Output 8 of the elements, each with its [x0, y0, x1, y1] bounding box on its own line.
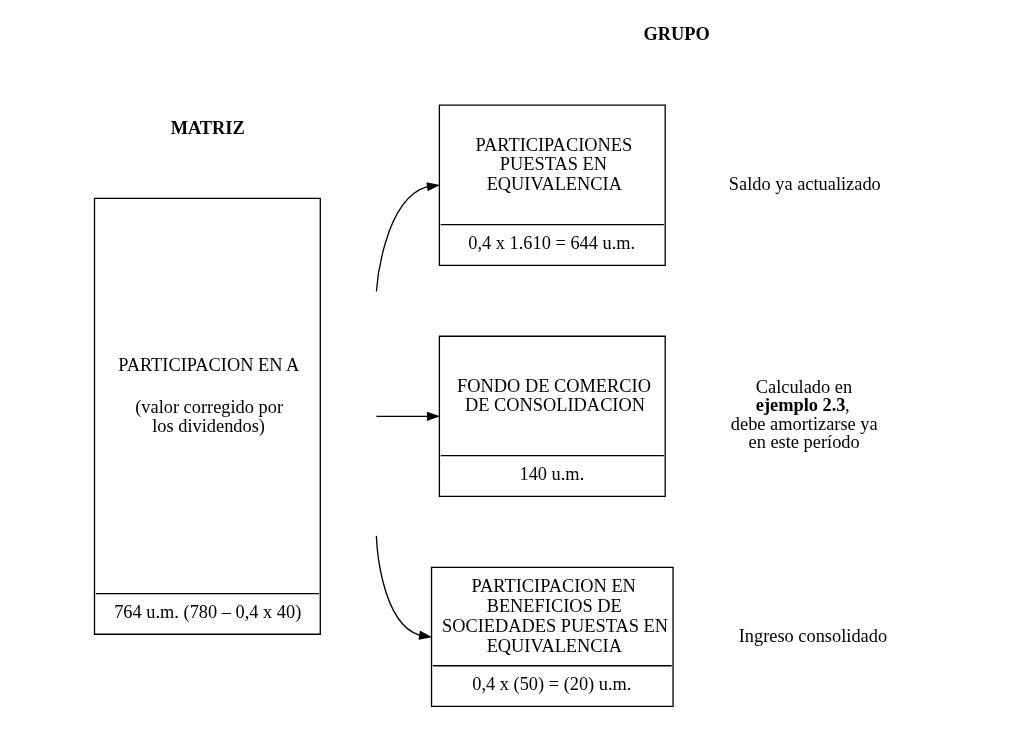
label: MATRIZ [170, 117, 245, 138]
arrow [375, 411, 440, 421]
arrow [375, 535, 432, 640]
label: GRUPO [643, 24, 710, 45]
arrow [375, 182, 440, 293]
node-label: Saldo ya actualizado [728, 174, 881, 195]
node-label: Ingreso consolidado [738, 625, 887, 646]
node-label: Calculado en ejemplo 2.3, debe amortizarse ya en este período [730, 376, 878, 453]
